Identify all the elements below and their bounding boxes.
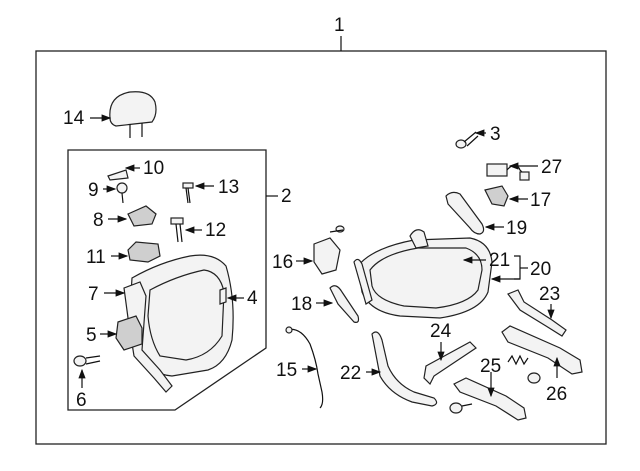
callout-1: 1 [334,15,345,36]
assembly-frame [35,50,607,445]
cam [527,372,541,384]
callout-19: 19 [506,218,527,239]
callout-13: 13 [218,177,239,198]
callout-8: 8 [93,210,104,231]
bracket-16 [313,237,341,275]
seat-back-pad [147,269,225,361]
seat-cushion-pad [369,247,483,309]
callout-4: 4 [247,288,258,309]
track-24 [423,341,477,386]
callout-23: 23 [539,284,560,305]
callout-26: 26 [546,384,567,405]
leader-20-bracket [514,255,521,280]
callout-16: 16 [272,252,293,273]
clip-10 [107,169,129,181]
callout-15: 15 [276,360,297,381]
spring [507,354,529,366]
callout-20: 20 [530,259,551,280]
guide-12 [170,217,184,243]
callout-2: 2 [281,186,292,207]
bolt-track [449,402,473,414]
cable-15 [285,328,324,409]
callout-9: 9 [88,180,99,201]
callout-27: 27 [541,157,562,178]
screw-9 [116,182,128,204]
bolt-6 [73,355,101,367]
guide-13 [182,182,194,204]
callout-7: 7 [88,284,99,305]
callout-25: 25 [480,356,501,377]
bolt-3 [455,131,479,149]
callout-22: 22 [340,363,361,384]
rail-26 [501,325,583,375]
seat-cushion-back-edge [409,229,429,249]
callout-5: 5 [86,325,97,346]
clip-4 [219,287,227,305]
seat-cushion-side [353,258,373,305]
callout-10: 10 [143,158,164,179]
callout-21: 21 [489,250,510,271]
seatback-frame [67,149,267,411]
callout-14: 14 [63,108,85,129]
callout-18: 18 [291,294,312,315]
callout-6: 6 [76,390,87,411]
bolt-16 [329,225,345,233]
callout-17: 17 [530,190,551,211]
callout-3: 3 [490,124,501,145]
callout-12: 12 [205,220,226,241]
track-25 [453,377,527,421]
cable-15-end [285,326,293,334]
module-5 [115,315,143,351]
callout-24: 24 [430,321,452,342]
bracket-17 [484,185,509,207]
trim-18 [329,285,360,323]
trim-19 [445,191,485,235]
callout-11: 11 [86,247,106,268]
latch-8 [127,205,157,227]
rail-23 [507,289,567,337]
bracket-11 [127,241,161,263]
cover-22 [371,331,438,407]
headrest [109,91,157,138]
